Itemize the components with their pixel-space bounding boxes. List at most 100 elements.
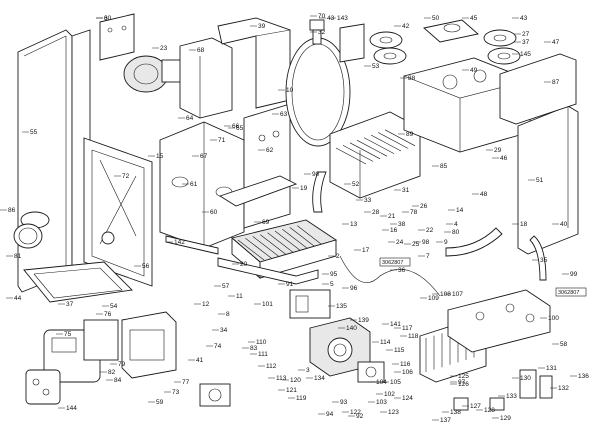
bottom-valve-assembly bbox=[199, 383, 231, 407]
part-label: 128 bbox=[484, 407, 495, 414]
flue-adapter-50 bbox=[423, 19, 479, 43]
part-label: 123 bbox=[388, 409, 399, 416]
control-box-78 bbox=[121, 311, 177, 379]
part-label: 68 bbox=[197, 47, 205, 54]
part-label: 94 bbox=[326, 411, 334, 418]
part-label: 122 bbox=[350, 409, 361, 416]
part-label: 97 bbox=[458, 379, 466, 386]
part-label: 58 bbox=[560, 341, 568, 348]
part-label: 13 bbox=[350, 221, 358, 228]
fascia-cover bbox=[25, 369, 61, 405]
cover-39 bbox=[217, 17, 291, 109]
part-label: 32 bbox=[318, 29, 326, 36]
part-label: 126 bbox=[458, 381, 469, 388]
part-label: 99 bbox=[570, 271, 578, 278]
part-label: 47 bbox=[552, 39, 560, 46]
part-label: 27 bbox=[522, 31, 530, 38]
part-label: 95 bbox=[330, 271, 338, 278]
part-label: 137 bbox=[440, 417, 451, 424]
part-label: 8 bbox=[226, 311, 230, 318]
base-tray-37 bbox=[23, 261, 133, 303]
part-label: 134 bbox=[314, 375, 325, 382]
part-label: 15 bbox=[156, 153, 164, 160]
part-label: 53 bbox=[372, 63, 380, 70]
part-label: 57 bbox=[222, 283, 230, 290]
code-box-right bbox=[555, 287, 587, 297]
part-label: 28 bbox=[372, 209, 380, 216]
part-label: 133 bbox=[506, 393, 517, 400]
part-label: 61 bbox=[190, 181, 198, 188]
part-label: 51 bbox=[536, 177, 544, 184]
part-label: 19 bbox=[300, 185, 308, 192]
part-label: 34 bbox=[220, 327, 228, 334]
part-label: 33 bbox=[364, 197, 372, 204]
part-label: 100 bbox=[548, 315, 559, 322]
part-label: 110 bbox=[256, 339, 267, 346]
part-label: 105 bbox=[390, 379, 401, 386]
part-label: 37 bbox=[522, 39, 530, 46]
part-label: 111 bbox=[258, 351, 268, 358]
part-label: 17 bbox=[362, 247, 370, 254]
tap-fittings bbox=[453, 369, 553, 411]
part-label: 30 bbox=[104, 15, 112, 22]
part-label: 121 bbox=[286, 387, 297, 394]
part-label: 2 bbox=[336, 253, 340, 260]
part-label: 55 bbox=[30, 129, 38, 136]
part-label: 129 bbox=[500, 415, 511, 422]
part-label: 49 bbox=[470, 67, 478, 74]
part-label: 18 bbox=[520, 221, 528, 228]
part-label: 107 bbox=[452, 291, 463, 298]
bar-142 bbox=[165, 235, 219, 255]
part-label: 140 bbox=[346, 325, 357, 332]
part-label: 46 bbox=[500, 155, 508, 162]
part-label: 76 bbox=[104, 311, 112, 318]
part-label: 114 bbox=[380, 339, 391, 346]
part-label: 102 bbox=[384, 391, 395, 398]
part-label: 90 bbox=[312, 171, 320, 178]
code-label-right: 3062807 bbox=[558, 290, 579, 296]
mounting-plate-52 bbox=[447, 289, 551, 353]
part-label: 81 bbox=[14, 253, 22, 260]
part-label: 20 bbox=[240, 261, 248, 268]
part-label: 85 bbox=[440, 163, 448, 170]
pump-assembly bbox=[309, 317, 371, 377]
part-label: 124 bbox=[402, 395, 413, 402]
part-label: 112 bbox=[266, 363, 277, 370]
part-label: 77 bbox=[182, 379, 190, 386]
part-label: 113 bbox=[276, 375, 287, 382]
part-label: 104 bbox=[376, 379, 387, 386]
part-label: 35 bbox=[540, 257, 548, 264]
part-label: 125 bbox=[458, 373, 469, 380]
part-label: 31 bbox=[402, 187, 410, 194]
part-label: 117 bbox=[402, 325, 413, 332]
part-label: 7 bbox=[426, 253, 430, 260]
part-label: 37 bbox=[66, 301, 74, 308]
part-label: 36 bbox=[398, 267, 406, 274]
part-label: 9 bbox=[444, 239, 448, 246]
part-label: 56 bbox=[142, 263, 150, 270]
part-label: 78 bbox=[410, 209, 418, 216]
valve-cap-32 bbox=[309, 19, 325, 45]
chamber-back-panel-72 bbox=[83, 137, 153, 287]
part-label: 108 bbox=[440, 291, 451, 298]
burner-assembly bbox=[231, 219, 338, 279]
heat-exchanger-18 bbox=[329, 111, 421, 199]
part-label: 52 bbox=[352, 181, 360, 188]
part-label: 116 bbox=[400, 361, 411, 368]
back-panel-87 bbox=[499, 53, 577, 125]
part-label: 101 bbox=[262, 301, 273, 308]
part-label: 127 bbox=[470, 403, 481, 410]
part-label: 54 bbox=[110, 303, 118, 310]
part-label: 93 bbox=[340, 399, 348, 406]
part-label: 82 bbox=[108, 369, 116, 376]
bracket-6 bbox=[99, 13, 135, 61]
part-label: 5 bbox=[330, 281, 334, 288]
part-label: 142 bbox=[174, 239, 185, 246]
gasket-27-left bbox=[369, 31, 407, 65]
part-label: 6 bbox=[104, 15, 108, 22]
part-label: 91 bbox=[286, 281, 294, 288]
part-label: 4 bbox=[454, 221, 458, 228]
part-label: 45 bbox=[470, 15, 478, 22]
part-label: 59 bbox=[156, 399, 164, 406]
